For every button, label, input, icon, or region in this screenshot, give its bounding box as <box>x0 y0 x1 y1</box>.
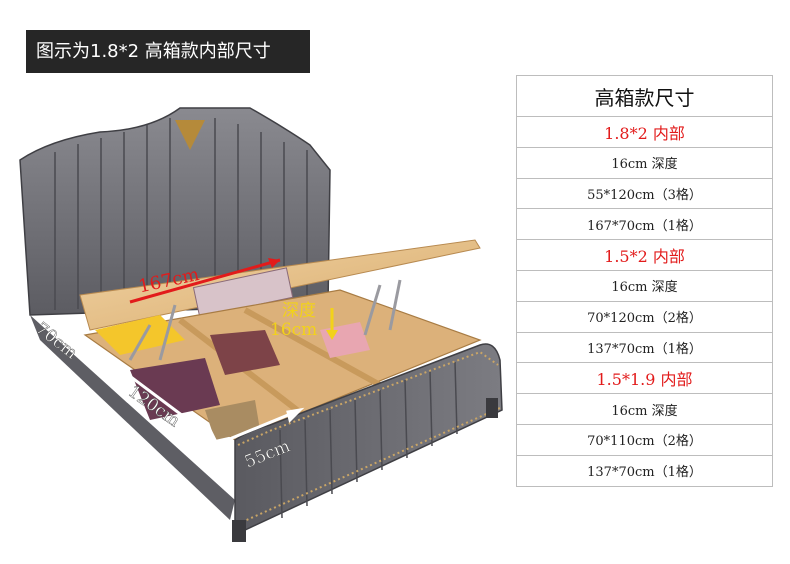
table-row: 1.5*2 内部 <box>516 239 773 271</box>
table-cell: 55*120cm（3格） <box>516 177 773 210</box>
table-row: 137*70cm（1格） <box>516 454 773 487</box>
table-header: 高箱款尺寸 <box>516 75 773 117</box>
gas-struts <box>128 279 402 361</box>
table-cell: 137*70cm（1格） <box>516 331 773 364</box>
table-cell: 167*70cm（1格） <box>516 208 773 241</box>
purple-clothes <box>130 358 220 420</box>
footboard-bottom-trim <box>241 407 501 523</box>
table-row: 137*70cm（1格） <box>516 331 773 364</box>
table-cell: 70*110cm（2格） <box>516 423 773 456</box>
depth-dimension-label-bottom: 16cm <box>270 320 317 340</box>
table-row: 70*120cm（2格） <box>516 300 773 333</box>
yellow-items <box>95 315 185 355</box>
dimension-arrows <box>37 316 305 447</box>
bed-product-image: 167cm 深度 16cm 70cm 120cm 55cm <box>19 107 503 542</box>
width-arrowhead <box>268 258 280 268</box>
table-cell: 70*120cm（2格） <box>516 300 773 333</box>
table-row: 1.5*1.9 内部 <box>516 362 773 395</box>
footboard-nailhead-trim <box>237 350 499 446</box>
depth-dimension-label-top: 深度 <box>282 301 316 321</box>
table-row: 55*120cm（3格） <box>516 177 773 210</box>
headboard <box>19 107 331 316</box>
storage-divider-2 <box>243 307 382 388</box>
table-row: 1.8*2 内部 <box>516 116 773 148</box>
side-rail-left <box>30 315 235 520</box>
width-arrow <box>129 258 281 304</box>
basket <box>205 400 260 440</box>
size-spec-table: 高箱款尺寸 1.8*2 内部 16cm 深度 55*120cm（3格） 167*… <box>516 75 773 487</box>
table-row: 16cm 深度 <box>516 393 773 425</box>
table-row: 167*70cm（1格） <box>516 208 773 241</box>
table-cell: 1.8*2 内部 <box>516 116 773 148</box>
bed-leg-right <box>486 398 498 418</box>
page-title: 图示为1.8*2 高箱款内部尺寸 <box>26 30 310 73</box>
table-cell: 137*70cm（1格） <box>516 454 773 487</box>
side-dimension-label: 70cm <box>32 319 82 364</box>
table-row: 16cm 深度 <box>516 146 773 179</box>
footboard-channels <box>279 361 458 519</box>
depth-arrowhead <box>326 330 338 340</box>
table-cell: 1.5*1.9 内部 <box>516 362 773 395</box>
table-cell: 16cm 深度 <box>516 146 773 179</box>
table-cell: 16cm 深度 <box>516 393 773 425</box>
headboard-v-ornament <box>175 120 205 150</box>
maroon-clothes <box>210 330 280 375</box>
table-row: 70*110cm（2格） <box>516 423 773 456</box>
table-cell: 16cm 深度 <box>516 269 773 302</box>
table-header-row: 高箱款尺寸 <box>516 75 773 117</box>
table-row: 16cm 深度 <box>516 269 773 302</box>
bed-leg-front <box>232 520 246 542</box>
table-cell: 1.5*2 内部 <box>516 239 773 271</box>
